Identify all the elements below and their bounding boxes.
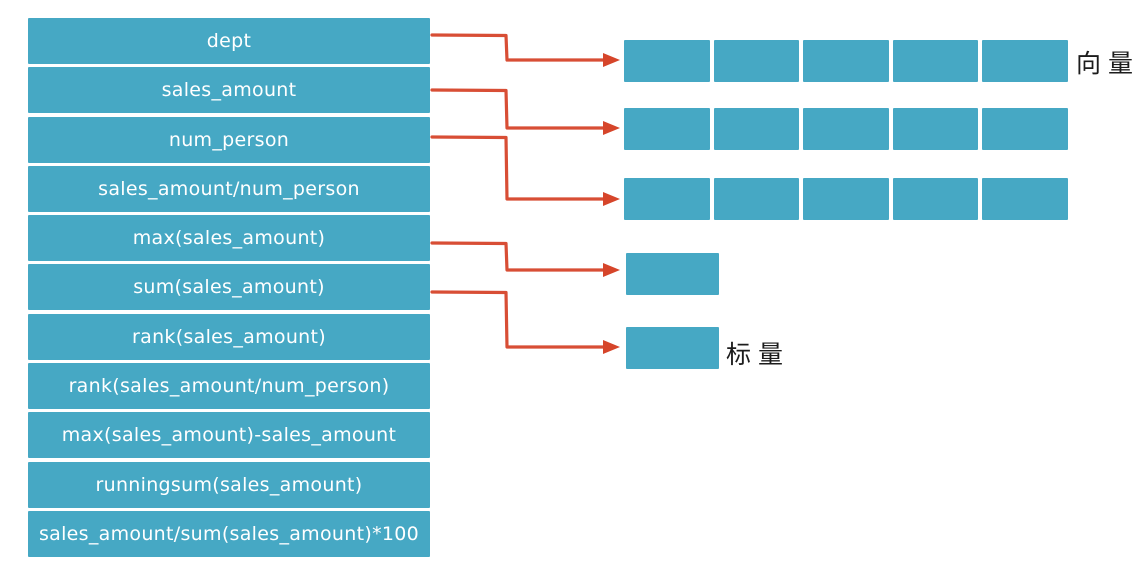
vector-cell	[624, 178, 710, 220]
expression-row: num_person	[28, 116, 430, 163]
vector-cell	[803, 108, 889, 150]
arrow	[430, 33, 620, 67]
vector-label: 向量	[1076, 49, 1141, 78]
arrowhead-icon	[603, 192, 620, 206]
vector-cell	[982, 40, 1068, 82]
arrowhead-icon	[603, 53, 620, 67]
vector-cell	[803, 178, 889, 220]
vector-cell	[713, 178, 800, 220]
vector-cell	[624, 40, 710, 82]
expression-row: max(sales_amount)-sales_amount	[28, 412, 430, 459]
scalar-box-2	[626, 327, 719, 369]
expression-row: sales_amount/sum(sales_amount)*100	[28, 510, 430, 557]
vector-row-2	[624, 108, 1068, 150]
arrow	[430, 241, 620, 277]
vector-cell	[982, 108, 1068, 150]
vector-cell	[892, 178, 979, 220]
vector-row-1	[624, 40, 1068, 82]
expression-row: rank(sales_amount)	[28, 313, 430, 360]
vector-row-3	[624, 178, 1068, 220]
vector-cell	[982, 178, 1068, 220]
arrow	[430, 290, 620, 354]
arrowhead-icon	[603, 121, 620, 135]
vector-cell	[892, 108, 979, 150]
expression-row: sales_amount	[28, 67, 430, 114]
expression-row: dept	[28, 18, 430, 64]
vector-cell	[892, 40, 979, 82]
arrowhead-icon	[603, 263, 620, 277]
vector-cell	[803, 40, 889, 82]
arrow	[430, 135, 620, 206]
expression-row: sum(sales_amount)	[28, 264, 430, 311]
arrow	[430, 88, 620, 135]
expression-row: runningsum(sales_amount)	[28, 461, 430, 508]
expression-row: rank(sales_amount/num_person)	[28, 363, 430, 410]
expression-row: max(sales_amount)	[28, 215, 430, 262]
vector-cell	[624, 108, 710, 150]
scalar-label: 标量	[726, 340, 791, 369]
expression-row: sales_amount/num_person	[28, 165, 430, 212]
scalar-box-1	[626, 253, 719, 295]
vector-cell	[713, 40, 800, 82]
arrowhead-icon	[603, 340, 620, 354]
vector-cell	[713, 108, 800, 150]
